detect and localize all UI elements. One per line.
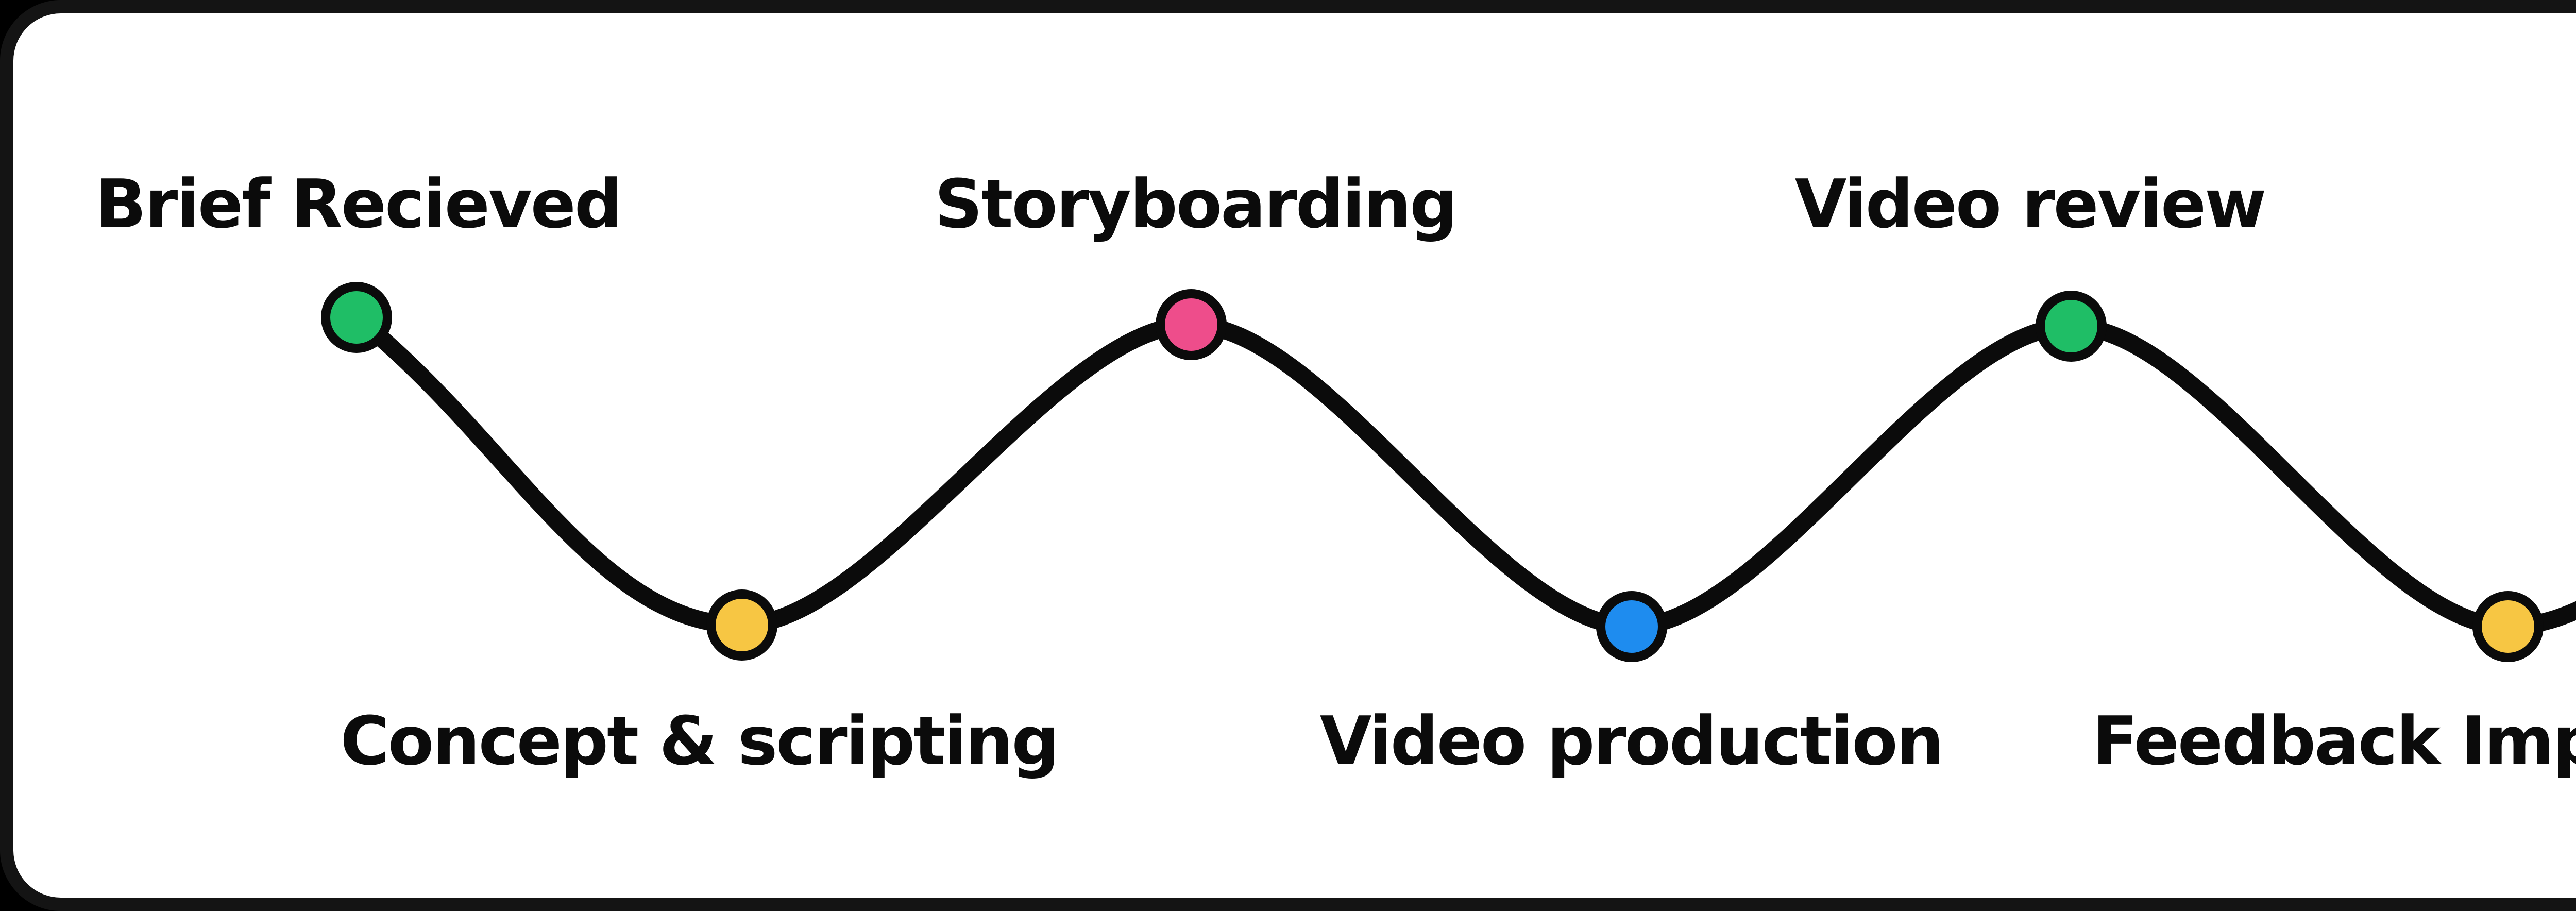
milestone-label: Video production	[1320, 702, 1942, 780]
milestone-yellow-5: Feedback Implementation	[2092, 591, 2576, 780]
milestone-blue-3: Video production	[1320, 591, 1944, 780]
milestone-green-4: Video review	[1795, 165, 2266, 362]
milestone-pink-2: Storyboarding	[935, 165, 1458, 360]
milestone-green-0: Brief Recieved	[95, 165, 622, 353]
milestone-yellow-1: Concept & scripting	[340, 589, 1060, 780]
milestone-dot-icon	[1596, 591, 1667, 662]
milestone-dot-icon	[706, 589, 777, 661]
milestone-dot-icon	[1156, 289, 1227, 360]
milestone-dot-icon	[2036, 291, 2107, 362]
milestone-label: Feedback Implementation	[2092, 702, 2576, 780]
milestone-label: Concept & scripting	[340, 702, 1058, 780]
milestone-dot-icon	[2472, 591, 2544, 662]
milestone-dot-icon	[321, 282, 392, 353]
milestone-label: Storyboarding	[935, 165, 1456, 243]
milestone-label: Brief Recieved	[95, 165, 621, 243]
milestone-label: Video review	[1795, 165, 2265, 243]
